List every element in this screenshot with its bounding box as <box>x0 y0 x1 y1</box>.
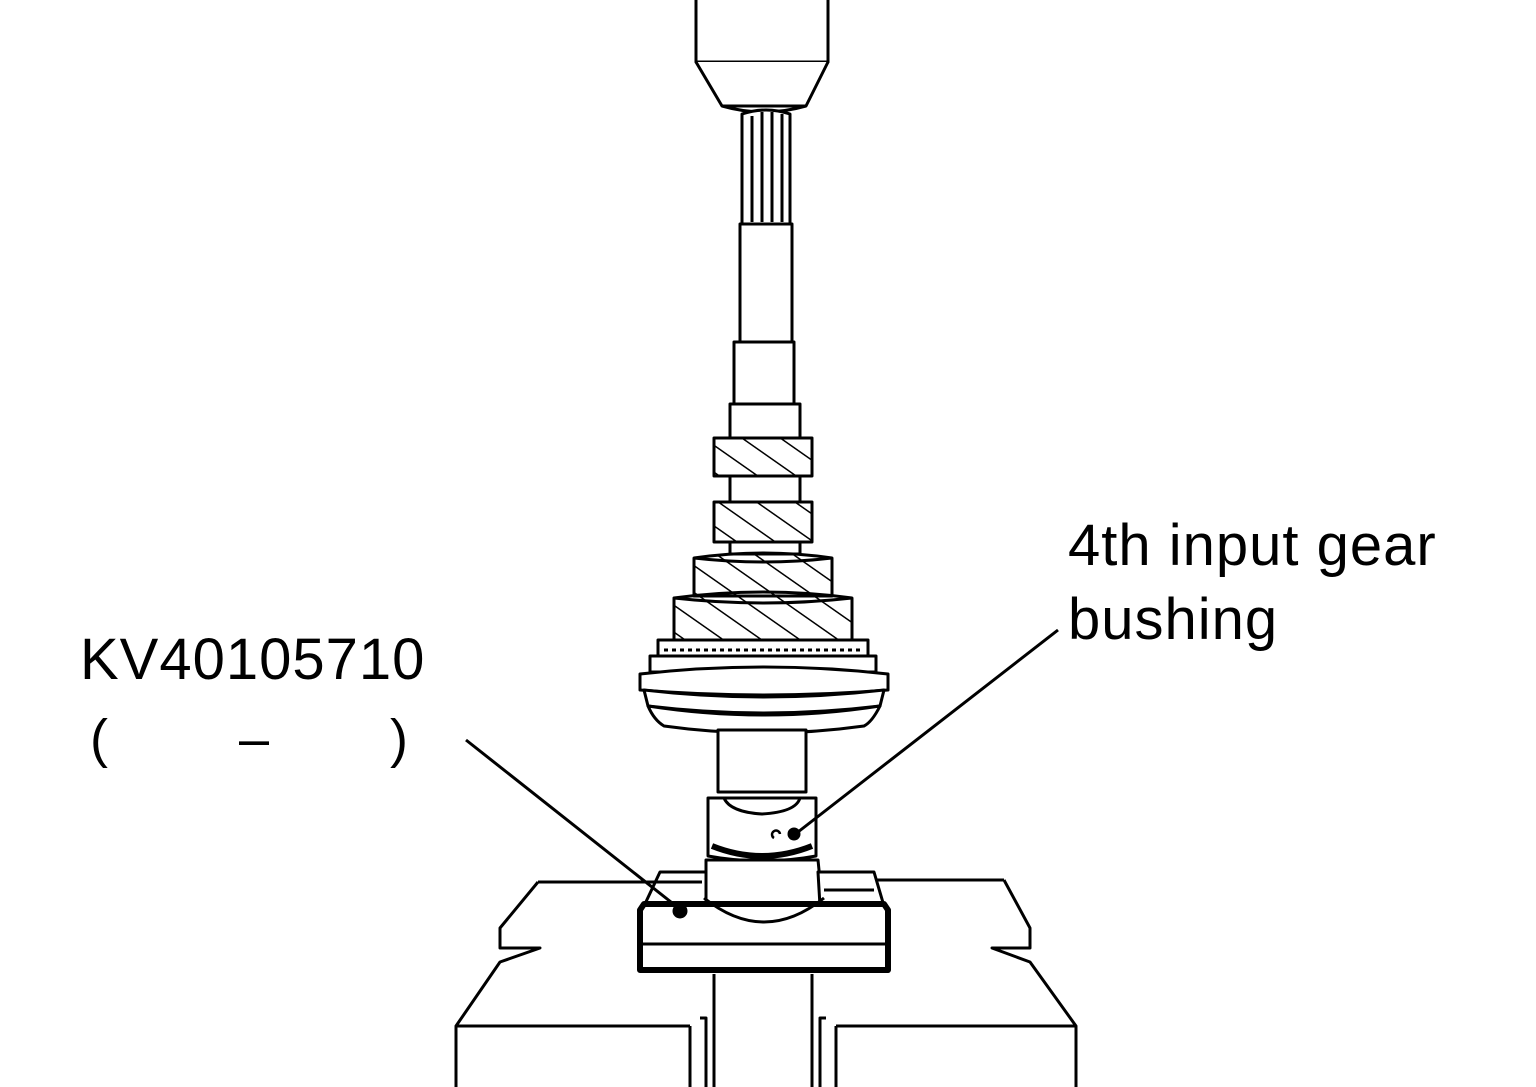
tool-number-label: KV40105710 <box>80 627 426 692</box>
press-ram <box>694 0 830 114</box>
leader-line-tool <box>465 738 677 908</box>
bushing-label: 4th input gear bushing <box>1068 512 1437 654</box>
gear-3 <box>692 551 834 598</box>
tool-subtitle-open: ( <box>90 709 109 769</box>
tool-subtitle-close: ) <box>390 709 410 769</box>
splined-shaft <box>740 108 792 226</box>
bushing-label-line1: 4th input gear <box>1068 513 1437 578</box>
gear-2 <box>712 500 814 544</box>
synchronizer-hub <box>638 638 890 735</box>
press-bed <box>454 878 1078 1087</box>
input-shaft <box>728 222 802 440</box>
tool-subtitle-label: ( –) <box>90 705 409 773</box>
lower-shaft <box>716 728 808 794</box>
tool-subtitle-dash: – <box>238 709 271 769</box>
gear-4 <box>672 590 854 642</box>
leader-line-bushing <box>797 628 1059 834</box>
shaft-spacer <box>728 474 802 504</box>
gear-1 <box>712 436 814 478</box>
bushing-label-line2: bushing <box>1068 587 1279 652</box>
special-tool-plate <box>637 870 891 973</box>
